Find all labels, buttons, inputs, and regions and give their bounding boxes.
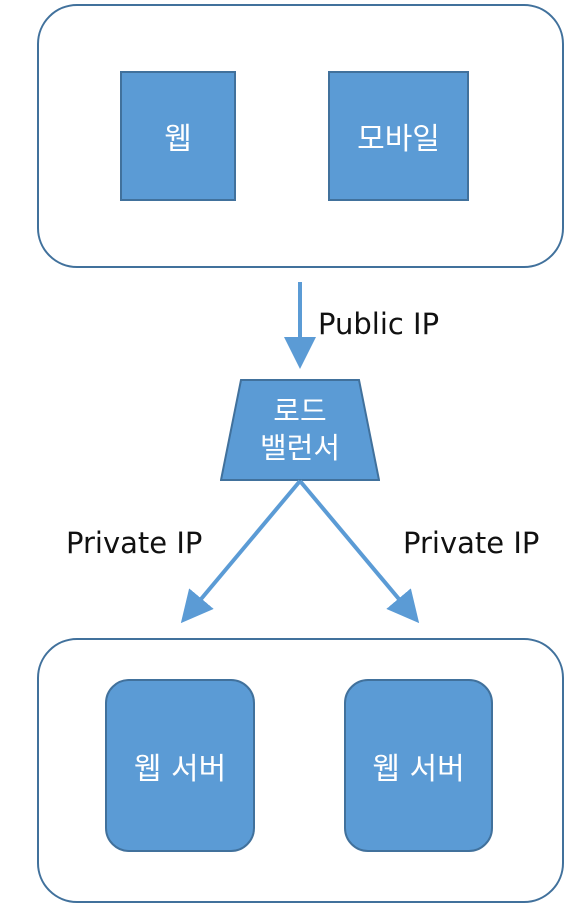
- private-ip-label-right: Private IP: [403, 526, 540, 560]
- load-balancer-label: 로드 밸런서: [259, 394, 341, 465]
- web-server-node: 웹 서버: [344, 679, 493, 852]
- web-server-label: 웹 서버: [133, 751, 227, 787]
- mobile-client-node: 모바일: [328, 71, 469, 201]
- mobile-client-label: 모바일: [357, 122, 440, 157]
- web-client-label: 웹: [164, 122, 192, 157]
- web-server-node: 웹 서버: [105, 679, 255, 852]
- private-ip-label-left: Private IP: [66, 526, 203, 560]
- web-client-node: 웹: [120, 71, 236, 201]
- load-balancer-node: [220, 379, 380, 481]
- web-server-label: 웹 서버: [372, 751, 465, 787]
- private-arrow-right: [298, 479, 420, 624]
- private-arrow-left: [180, 479, 302, 624]
- public-ip-label: Public IP: [318, 307, 440, 341]
